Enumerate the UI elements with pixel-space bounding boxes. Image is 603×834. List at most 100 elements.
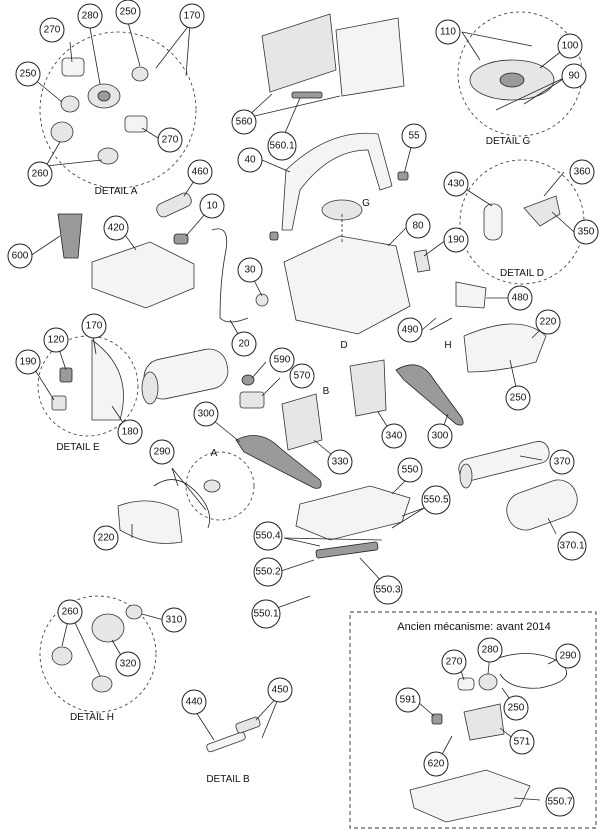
callout-550-5-label: 550.5 [423, 495, 448, 506]
callout-100-label: 100 [562, 41, 579, 52]
detail-a-circle [39, 31, 197, 189]
callout-330-label: 330 [332, 457, 349, 468]
marker-letter-d: D [340, 340, 347, 351]
callout-571: 571 [509, 729, 535, 755]
callout-290: 290 [149, 439, 175, 465]
callout-550-7-label: 550.7 [547, 797, 572, 808]
callout-370: 370 [549, 449, 575, 475]
side-panel-220-right [463, 323, 547, 373]
callout-90: 90 [561, 63, 587, 89]
callout-260-b: 260 [57, 599, 83, 625]
filter-panel-right [335, 17, 405, 97]
callout-120-label: 120 [48, 335, 65, 346]
impeller-350-part [523, 195, 561, 227]
nut-590-part [241, 374, 255, 386]
callout-190-b: 190 [15, 349, 41, 375]
filter-slot-560-1 [291, 91, 323, 99]
left-middle-parts [29, 171, 269, 345]
marker-letters: A B D G H [211, 198, 452, 459]
callout-40: 40 [237, 147, 263, 173]
callout-290-label: 290 [154, 447, 171, 458]
filter-panel-left [261, 13, 337, 93]
main-body-group [269, 199, 508, 335]
callout-300: 300 [193, 401, 219, 427]
callout-270: 270 [39, 17, 65, 43]
bracket-570-part [239, 391, 265, 409]
clip-190-e-part [51, 395, 67, 411]
fitting-10-part [173, 233, 189, 245]
pump-motor-340-part [349, 359, 387, 417]
callout-80-label: 80 [412, 221, 424, 232]
callout-250-b-label: 250 [20, 69, 37, 80]
detail-h-circle [39, 595, 157, 713]
callout-190-label: 190 [448, 235, 465, 246]
spacer-270-right-part [124, 115, 148, 133]
callout-450-label: 450 [272, 685, 289, 696]
callout-110-label: 110 [440, 27, 456, 38]
detail-e-label: DETAIL E [56, 442, 100, 453]
rail-550-3-part [315, 541, 379, 559]
detail-d-label: DETAIL D [500, 268, 544, 279]
top-cover-100-center [499, 72, 525, 88]
gear-280-old-part [478, 673, 498, 691]
callout-90-label: 90 [568, 71, 580, 82]
callout-550-3-label: 550.3 [375, 585, 400, 596]
callout-190: 190 [443, 227, 469, 253]
callout-260-label: 260 [32, 169, 49, 180]
nut-591-part [431, 713, 443, 725]
callouts: 270 280 250 170 250 270 260 560 560.1 11… [7, 0, 599, 817]
callout-10-label: 10 [206, 201, 218, 212]
roller-left-end [141, 371, 159, 405]
callout-560-1-label: 560.1 [269, 141, 294, 152]
gear-260-bottom-part [97, 147, 119, 165]
callout-120: 120 [43, 327, 69, 353]
gear-280-hub [97, 90, 111, 102]
callout-220: 220 [535, 309, 561, 335]
callout-250-b: 250 [15, 61, 41, 87]
callout-110: 110 [435, 19, 461, 45]
base-550-part [295, 485, 411, 541]
power-supply-420-part [91, 241, 195, 309]
gear-260-part [50, 121, 74, 143]
body-80-part [283, 235, 411, 335]
callout-440-label: 440 [186, 697, 203, 708]
callout-220-label: 220 [540, 317, 557, 328]
detail-g-label: DETAIL G [486, 136, 531, 147]
callout-290-b: 290 [555, 643, 581, 669]
callout-20-label: 20 [238, 339, 250, 350]
callout-591-label: 591 [400, 695, 417, 706]
callout-370-1-label: 370.1 [559, 541, 584, 552]
swivel-30-part [255, 293, 269, 307]
callout-260-b-label: 260 [62, 607, 79, 618]
callout-180: 180 [117, 419, 143, 445]
side-panel-left-group [117, 500, 183, 544]
callout-270-b: 270 [157, 127, 183, 153]
callout-300-b: 300 [427, 423, 453, 449]
clip-120-part [59, 367, 73, 383]
callout-190-b-label: 190 [20, 357, 37, 368]
bushing-310-part [125, 604, 143, 620]
callout-340-label: 340 [386, 431, 403, 442]
callout-550: 550 [397, 457, 423, 483]
motor-330-part [281, 393, 323, 451]
callout-170-b: 170 [81, 313, 107, 339]
callout-180-label: 180 [122, 427, 139, 438]
roller-370-part [458, 440, 550, 482]
callout-460: 460 [187, 159, 213, 185]
detail-b-label: DETAIL B [206, 774, 250, 785]
filter-cartridge-group [245, 13, 405, 141]
callout-260: 260 [27, 161, 53, 187]
callout-450: 450 [267, 677, 293, 703]
callout-560-1: 560.1 [267, 131, 297, 161]
callout-370-label: 370 [554, 457, 571, 468]
belt-290-old-part [491, 653, 567, 689]
callout-620: 620 [423, 751, 449, 777]
drive-parts [141, 323, 547, 489]
callout-250-d-label: 250 [508, 703, 525, 714]
spacer-270-part [61, 57, 85, 77]
callout-55-label: 55 [408, 131, 420, 142]
track-300-right [395, 364, 464, 426]
detail-a-marker-circle [185, 451, 255, 521]
callout-440: 440 [181, 689, 207, 715]
callout-250-c: 250 [505, 385, 531, 411]
